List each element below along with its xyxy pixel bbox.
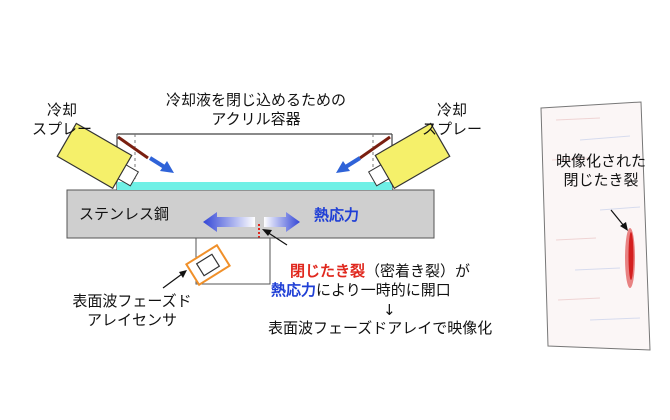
cooling-spray-right-label: 冷却 スプレー — [417, 101, 487, 139]
sensor-pointer-arrow — [162, 270, 187, 289]
cooling-spray-left — [56, 122, 149, 190]
cooling-spray-left-line1: 冷却 — [46, 101, 77, 119]
stainless-steel-block — [66, 189, 435, 239]
coolant-layer — [117, 182, 392, 190]
thermal-open-term: 熱応力 — [271, 281, 317, 299]
image-caption: 映像化された 閉じたき裂 — [545, 152, 657, 190]
closed-crack-rest: （密着き裂）が — [365, 262, 471, 280]
cooling-spray-left-line2: スプレー — [31, 120, 92, 138]
cooling-spray-right-line1: 冷却 — [436, 101, 467, 119]
image-caption-line1: 映像化された — [555, 152, 646, 170]
cooling-spray-right-line2: スプレー — [421, 120, 482, 138]
stainless-steel-label: ステンレス鋼 — [79, 205, 170, 223]
crack-pointer-arrow — [262, 229, 288, 246]
thermal-open-rest: により一時的に開口 — [316, 281, 451, 299]
imaging-line: 表面波フェーズドアレイで映像化 — [268, 319, 493, 337]
thermal-open-line: 熱応力により一時的に開口 — [271, 281, 451, 300]
container-label: 冷却液を閉じ込めるための アクリル容器 — [140, 91, 372, 129]
closed-crack-line: 閉じたき裂（密着き裂）が — [290, 262, 470, 281]
container-label-line1: 冷却液を閉じ込めるための — [165, 91, 346, 109]
thermal-stress-arrows — [203, 212, 300, 232]
down-arrow-label: ↓ — [383, 301, 396, 319]
sensor-label-line2: アレイセンサ — [86, 311, 177, 329]
thermal-stress-label: 熱応力 — [314, 206, 360, 224]
image-caption-line2: 閉じたき裂 — [563, 171, 639, 189]
closed-crack-term: 閉じたき裂 — [290, 262, 366, 280]
phased-array-sensor — [184, 243, 232, 287]
spray-arrow-left — [148, 156, 174, 173]
cooling-spray-left-label: 冷却 スプレー — [27, 101, 97, 139]
spray-arrow-right — [336, 156, 362, 173]
ultrasonic-image — [540, 101, 651, 351]
cooling-spray-right — [359, 122, 451, 190]
sensor-label-line1: 表面波フェーズド — [72, 292, 192, 310]
sensor-label: 表面波フェーズド アレイセンサ — [62, 292, 202, 330]
container-label-line2: アクリル容器 — [211, 110, 301, 128]
